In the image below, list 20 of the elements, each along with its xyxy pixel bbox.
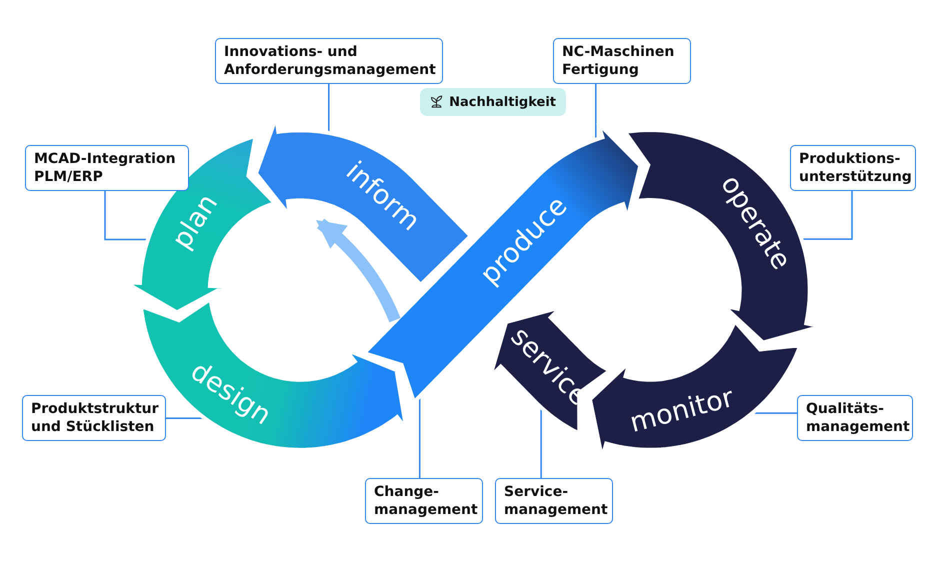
callout-box: NC-Maschinen Fertigung (553, 38, 691, 84)
callout-box: MCAD-Integration PLM/ERP (25, 145, 189, 192)
leader-line (418, 398, 420, 478)
leader-line (754, 412, 797, 414)
leader-line (328, 84, 330, 132)
callout-box: Change- management (365, 478, 483, 524)
leader-line (802, 189, 853, 240)
callout-box: Qualitäts- management (797, 395, 913, 442)
arrow (316, 218, 401, 323)
callout-box: Innovations- und Anforderungsmanagement (215, 38, 443, 84)
callout-box: Produktions- unterstützung (790, 145, 916, 192)
callout-box: Service- management (495, 478, 613, 524)
leader-line (540, 408, 542, 478)
tag-label: Nachhaltigkeit (449, 94, 556, 110)
leader-line (595, 84, 597, 138)
leader-line (104, 189, 148, 240)
segment-label: monitor (626, 382, 737, 440)
tag-pill (420, 88, 566, 116)
callout-box: Produktstruktur und Stücklisten (22, 395, 166, 442)
leader-line (166, 418, 203, 420)
